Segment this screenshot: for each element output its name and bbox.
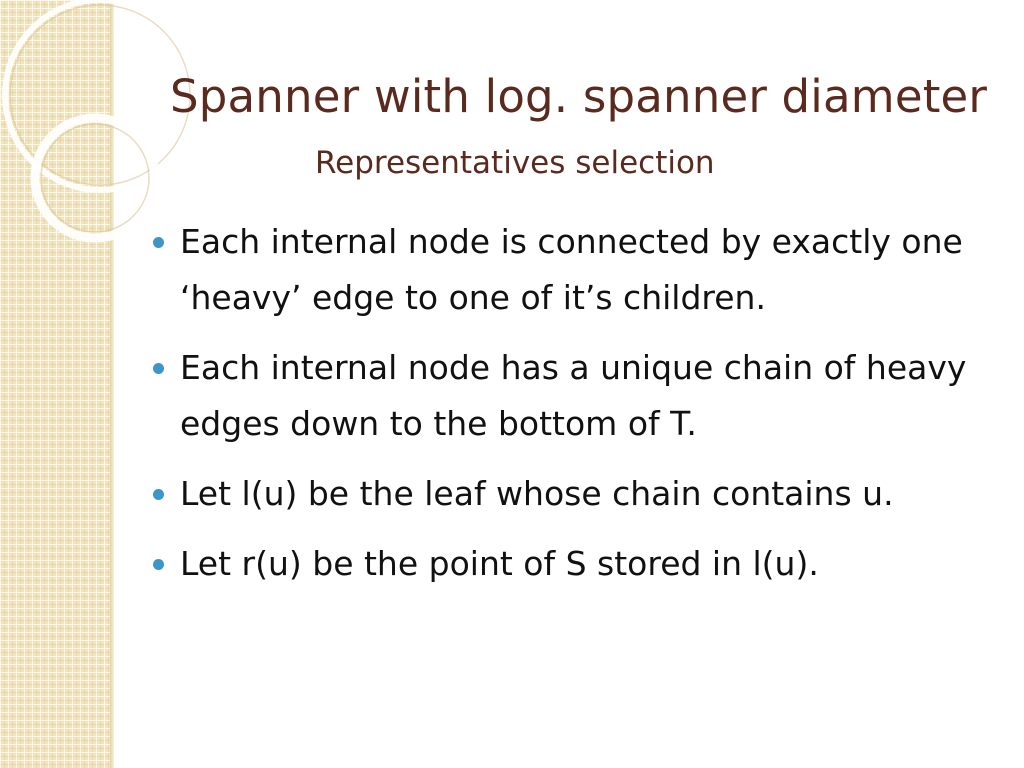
bullet-text: Let l(u) be the leaf whose chain contain… [180,474,894,513]
bullet-item: Each internal node has a unique chain of… [150,340,990,452]
bullet-item: Let r(u) be the point of S stored in l(u… [150,536,990,592]
bullet-dot-icon [153,559,164,570]
bullet-item: Let l(u) be the leaf whose chain contain… [150,466,990,522]
side-strip-edge [110,0,114,768]
bullet-text: Let r(u) be the point of S stored in l(u… [180,544,819,583]
bullet-text: Each internal node has a unique chain of… [180,348,967,443]
slide-subtitle: Representatives selection [315,145,715,181]
bullet-item: Each internal node is connected by exact… [150,214,990,326]
bullet-dot-icon [153,237,164,248]
slide-title: Spanner with log. spanner diameter [170,70,988,123]
decorative-side-strip [0,0,113,768]
bullet-text: Each internal node is connected by exact… [180,222,963,317]
bullet-list: Each internal node is connected by exact… [150,214,990,606]
bullet-dot-icon [153,363,164,374]
bullet-dot-icon [153,489,164,500]
